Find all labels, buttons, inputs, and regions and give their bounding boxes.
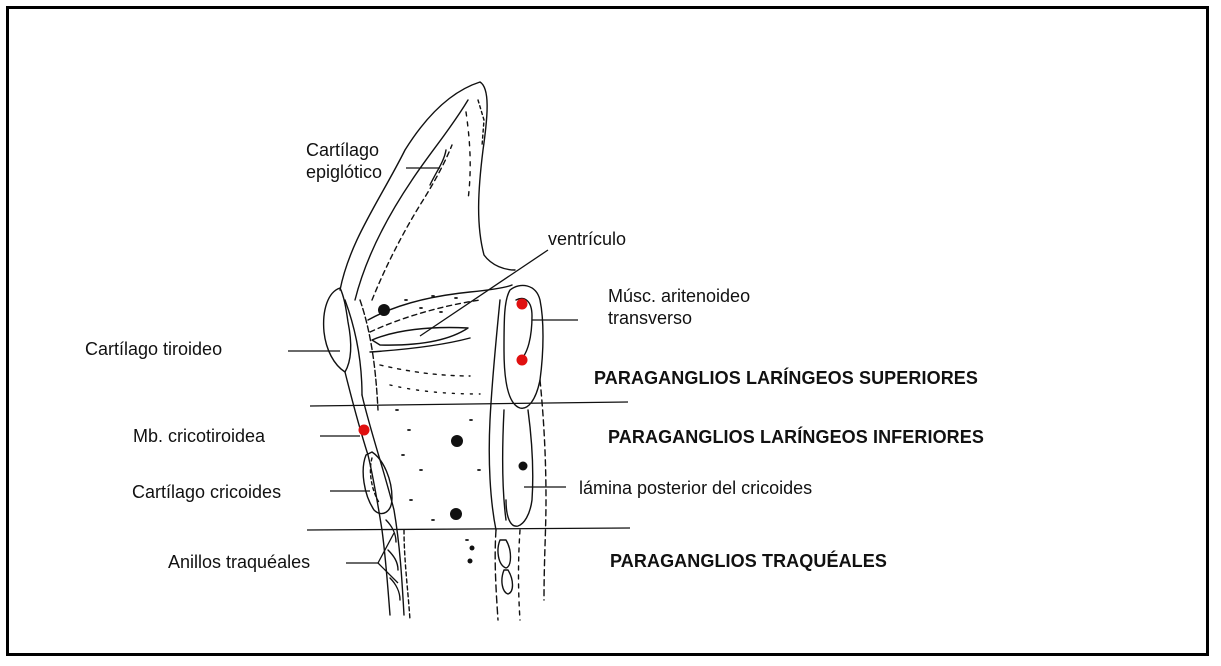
section-tracheal: PARAGANGLIOS TRAQUÉALES [610,551,887,572]
label-epiglottic-cartilage: Cartílago epiglótico [306,139,382,183]
label-cricoid-cartilage: Cartílago cricoides [132,481,281,503]
paraganglion-dot-black [519,462,528,471]
label-epiglottic-line2: epiglótico [306,161,382,183]
epiglottis-inner-contour [355,100,468,300]
label-arytenoid-line2: transverso [608,307,750,329]
epiglottis-outline [340,82,515,290]
section-superior-laryngeal: PARAGANGLIOS LARÍNGEOS SUPERIORES [594,368,978,389]
paraganglion-dot-red [517,299,528,310]
paraganglion-dot-black [450,508,462,520]
paraganglion-dot-black [451,435,463,447]
left-airway-wall [345,372,390,615]
label-arytenoid-line1: Músc. aritenoideo [608,285,750,307]
divider-inferior [307,528,630,530]
thyroid-cartilage-outline [324,288,351,372]
paraganglion-dot-red [517,355,528,366]
paraganglion-dot-black [468,559,473,564]
paraganglion-dot-black [378,304,390,316]
label-tracheal-rings: Anillos traquéales [168,551,310,573]
paraganglion-dot-red [359,425,370,436]
label-arytenoid-muscle: Músc. aritenoideo transverso [608,285,750,329]
label-epiglottic-line1: Cartílago [306,139,382,161]
leader-ventricle [420,250,548,336]
label-thyroid-cartilage: Cartílago tiroideo [85,338,222,360]
section-inferior-laryngeal: PARAGANGLIOS LARÍNGEOS INFERIORES [608,427,984,448]
divider-superior [310,402,628,406]
posterior-wall [489,300,500,530]
label-posterior-lamina: lámina posterior del cricoides [579,477,812,499]
paraganglion-dot-black [470,546,475,551]
label-ventricle: ventrículo [548,228,626,250]
label-cricothyroid-membrane: Mb. cricotiroidea [133,425,265,447]
